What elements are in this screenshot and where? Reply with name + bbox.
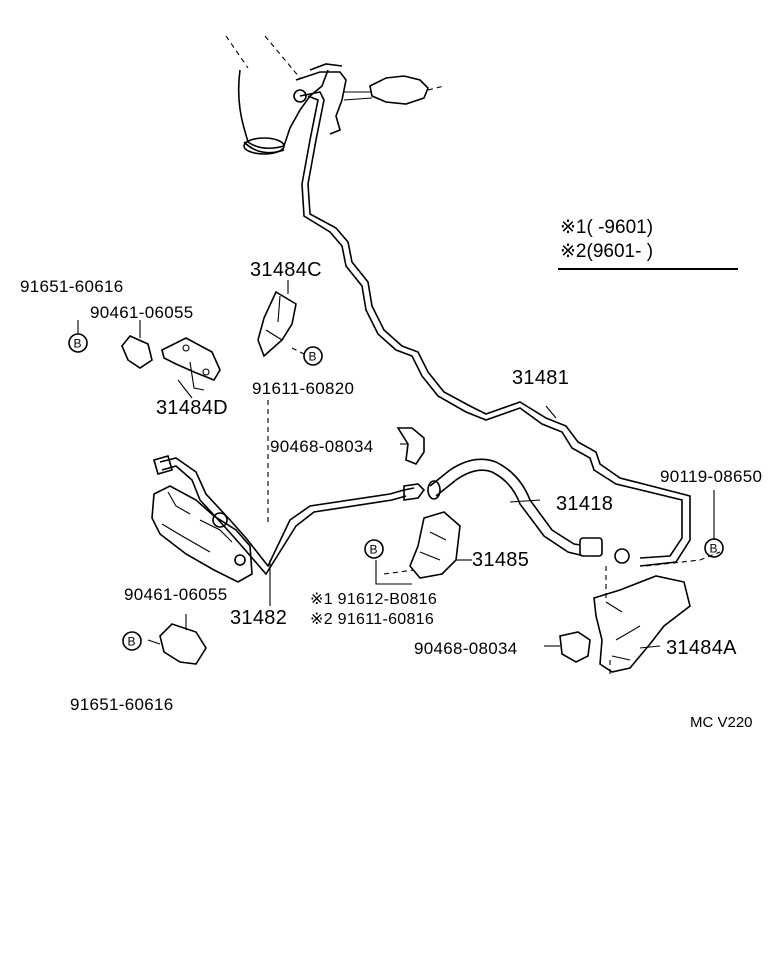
drawing-code: MC V220 <box>690 714 753 731</box>
label-31484D: 31484D <box>156 397 228 419</box>
label-90119-08650: 90119-08650 <box>660 467 763 486</box>
svg-text:B: B <box>710 542 718 556</box>
label-31418: 31418 <box>556 493 614 515</box>
label-90461-06055-bottom: 90461-06055 <box>124 585 228 604</box>
clip-90461-bottom <box>159 614 207 665</box>
label-91611-60820: 91611-60820 <box>252 379 355 398</box>
bracket-31484A <box>593 551 721 676</box>
label-91612-B0816: ※1 91612-B0816 <box>310 591 438 608</box>
svg-text:B: B <box>370 543 378 557</box>
label-90468-08034-top: 90468-08034 <box>270 437 374 456</box>
legend-range-1: ( -9601) <box>586 217 654 238</box>
label-31481: 31481 <box>512 367 570 389</box>
legend-range-2: (9601- ) <box>586 241 654 262</box>
clutch-pipe-31481 <box>299 91 691 567</box>
date-range-legend: ※1( -9601) ※2(9601- ) <box>560 216 740 264</box>
bracket-31484C <box>257 280 305 358</box>
bolt-marker-2: B <box>303 346 323 366</box>
svg-text:B: B <box>309 350 317 364</box>
svg-text:B: B <box>128 635 136 649</box>
label-31484A: 31484A <box>666 637 737 659</box>
label-31485: 31485 <box>472 549 530 571</box>
legend-row-2: ※2(9601- ) <box>560 240 740 264</box>
label-91611-60816: ※2 91611-60816 <box>310 611 435 628</box>
label-91651-60616-top: 91651-60616 <box>20 277 124 296</box>
legend-underline <box>558 268 738 270</box>
label-90461-06055-top: 90461-06055 <box>90 303 194 322</box>
leader-lines <box>77 320 715 649</box>
bracket-31485 <box>409 511 472 579</box>
bolt-marker-1: B <box>68 333 88 353</box>
clip-90468-top <box>396 427 425 465</box>
bolt-marker-5: B <box>122 631 142 651</box>
legend-mark-1: ※1 <box>560 217 587 238</box>
label-90468-08034-bottom: 90468-08034 <box>414 639 518 658</box>
clutch-pipe-31482 <box>153 455 426 576</box>
clip-90468-bottom <box>544 631 591 663</box>
bracket-31484D <box>161 337 221 391</box>
bolt-marker-4: B <box>704 538 724 558</box>
svg-text:B: B <box>74 337 82 351</box>
release-cylinder <box>151 485 253 583</box>
label-31484C: 31484C <box>250 259 322 281</box>
clutch-hose-31418 <box>427 458 630 564</box>
legend-row-1: ※1( -9601) <box>560 216 740 240</box>
clutch-master-cylinder-housing <box>225 35 445 155</box>
label-91651-60616-bottom: 91651-60616 <box>70 695 174 714</box>
legend-mark-2: ※2 <box>560 241 587 262</box>
label-31482: 31482 <box>230 607 288 629</box>
bolt-marker-3: B <box>364 539 384 559</box>
clip-90461-top <box>121 320 153 369</box>
